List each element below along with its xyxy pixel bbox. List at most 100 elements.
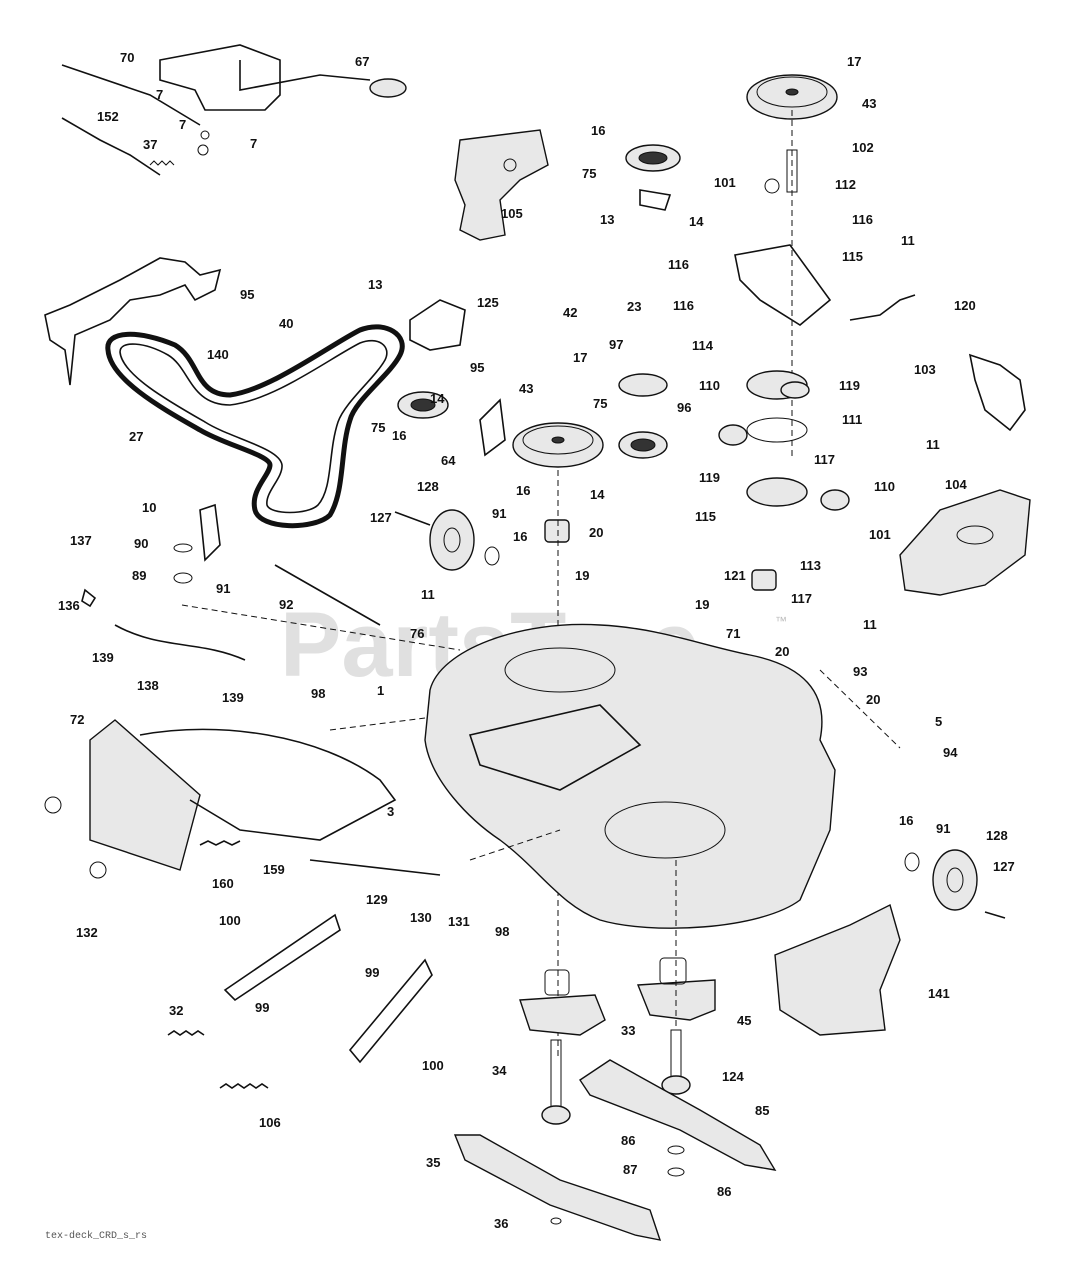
- callout-c-137: 137: [70, 533, 92, 548]
- callout-c-11d: 11: [863, 617, 877, 632]
- callout-c-20b: 20: [775, 644, 789, 659]
- callout-c-104: 104: [945, 477, 967, 492]
- callout-c-7a: 7: [156, 87, 163, 102]
- callout-c-130: 130: [410, 910, 432, 925]
- callout-c-101b: 101: [869, 527, 891, 542]
- spindle-housing-33-top: [544, 969, 570, 996]
- idler-arm-125: [409, 299, 466, 351]
- callout-c-94: 94: [943, 745, 958, 760]
- discharge-chute-body: [139, 728, 397, 841]
- bolt-36: [550, 1217, 562, 1225]
- spindle-hub-34: [541, 1105, 571, 1125]
- spindle-housing-45-top: [659, 957, 687, 985]
- belt-shield: [44, 257, 222, 386]
- gauge-wheel-left: [429, 509, 475, 571]
- spindle-cover-141: [774, 903, 901, 1036]
- rod-92: [274, 564, 381, 626]
- callout-c-75a: 75: [582, 166, 596, 181]
- assembly-line-a: [181, 604, 461, 651]
- flat-idler-97: [618, 373, 668, 397]
- callout-c-91a: 91: [492, 506, 506, 521]
- callout-c-89: 89: [132, 568, 146, 583]
- callout-c-19a: 19: [575, 568, 589, 583]
- callout-c-13a: 13: [600, 212, 614, 227]
- gear-119-upper-b: [780, 381, 810, 399]
- callout-c-110b: 110: [874, 479, 895, 494]
- nut-101: [764, 178, 780, 194]
- mower-deck: [424, 623, 836, 929]
- bolt-127-left: [394, 511, 431, 526]
- deck-spindle-hole-right: [604, 801, 726, 859]
- callout-c-131: 131: [448, 914, 470, 929]
- assembly-line-c: [819, 669, 901, 749]
- callout-c-90: 90: [134, 536, 148, 551]
- washer-86: [667, 1145, 685, 1155]
- callout-c-116c: 116: [673, 298, 694, 313]
- callout-c-119a: 119: [839, 378, 860, 393]
- engagement-arm: [239, 60, 371, 91]
- blade-85: [579, 1059, 777, 1171]
- callout-c-92: 92: [279, 597, 293, 612]
- callout-c-75c: 75: [593, 396, 607, 411]
- bushing-19-center: [544, 519, 570, 543]
- callout-c-96: 96: [677, 400, 691, 415]
- callout-c-64: 64: [441, 453, 456, 468]
- callout-c-110a: 110: [699, 378, 720, 393]
- callout-c-71: 71: [726, 626, 740, 641]
- deck-spindle-hole-left: [504, 647, 616, 693]
- callout-c-121: 121: [724, 568, 746, 583]
- callout-c-19b: 19: [695, 597, 709, 612]
- gasket-111: [746, 417, 808, 443]
- callout-c-114: 114: [692, 338, 714, 353]
- callout-c-95b: 95: [470, 360, 484, 375]
- callout-c-91b: 91: [216, 581, 230, 596]
- bolt-127-right: [984, 911, 1006, 919]
- callout-c-75b: 75: [371, 420, 385, 435]
- callout-c-101a: 101: [714, 175, 736, 190]
- engagement-cable: [61, 117, 161, 176]
- discharge-chute: [89, 719, 201, 871]
- callout-c-129: 129: [366, 892, 388, 907]
- callout-c-132: 132: [76, 925, 98, 940]
- bracket-64: [479, 398, 506, 457]
- spindle-pulley-center-hub: [551, 436, 565, 444]
- pin-132-b: [89, 861, 107, 879]
- spindle-pulley-top-groove: [756, 76, 828, 108]
- callout-c-23: 23: [627, 299, 641, 314]
- callout-c-102: 102: [852, 140, 874, 155]
- callout-c-42: 42: [563, 305, 577, 320]
- washer-87: [667, 1167, 685, 1177]
- callout-c-7b: 7: [179, 117, 186, 132]
- engagement-knob: [369, 78, 407, 98]
- callout-c-17b: 17: [573, 350, 587, 365]
- callout-c-45: 45: [737, 1013, 751, 1028]
- spindle-pulley-center-groove: [522, 425, 594, 455]
- callout-c-119b: 119: [699, 470, 720, 485]
- callout-c-112: 112: [835, 177, 856, 192]
- callout-c-125: 125: [477, 295, 499, 310]
- cable-spring: [149, 160, 175, 166]
- gearbox-bracket: [734, 244, 832, 326]
- callout-c-139b: 139: [222, 690, 244, 705]
- callout-c-141: 141: [928, 986, 950, 1001]
- watermark-trademark: ™: [775, 614, 787, 628]
- callout-c-10: 10: [142, 500, 156, 515]
- callout-c-138: 138: [137, 678, 159, 693]
- spindle-pulley-top-hub: [785, 88, 799, 96]
- callout-c-98b: 98: [495, 924, 509, 939]
- washer-91-right: [904, 852, 920, 872]
- callout-c-93: 93: [853, 664, 867, 679]
- idler-bracket-top: [639, 189, 672, 211]
- blade-35: [453, 1134, 662, 1241]
- assembly-line-d: [469, 829, 561, 861]
- callout-c-85: 85: [755, 1103, 769, 1118]
- callout-c-5: 5: [935, 714, 942, 729]
- callout-c-139a: 139: [92, 650, 114, 665]
- assembly-line-b: [329, 717, 426, 731]
- callout-c-27: 27: [129, 429, 143, 444]
- callout-c-100b: 100: [422, 1058, 444, 1073]
- callout-c-136: 136: [58, 598, 80, 613]
- callout-c-98a: 98: [311, 686, 325, 701]
